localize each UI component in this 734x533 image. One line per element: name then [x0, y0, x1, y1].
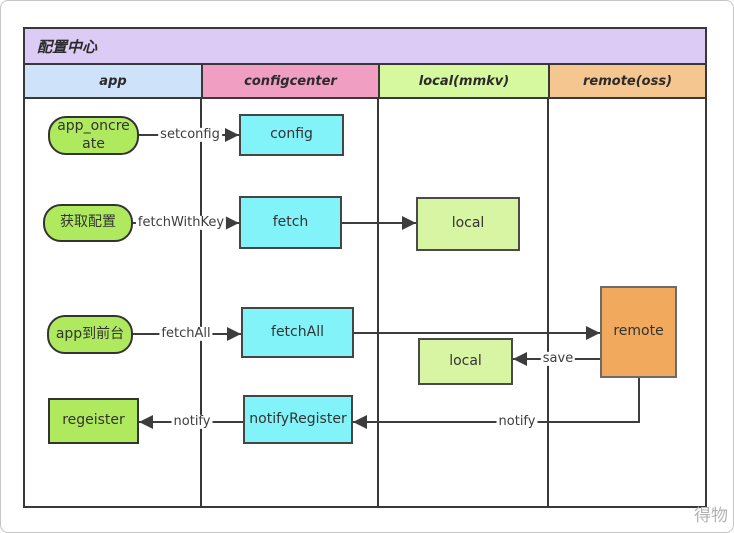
edge-label-save: save	[540, 350, 576, 367]
node-get-config: 获取配置	[43, 204, 133, 242]
lane-header-app-label: app	[99, 73, 127, 89]
arrowhead-right-icon	[586, 326, 600, 340]
arrowhead-right-icon	[227, 327, 241, 341]
lane-divider	[377, 99, 379, 506]
diagram-title: 配置中心	[37, 37, 98, 56]
lane-header-configcenter: configcenter	[201, 65, 378, 97]
lane-header-remote-label: remote(oss)	[582, 73, 673, 89]
watermark: 得物	[694, 506, 728, 526]
swimlane-frame: 配置中心 app configcenter local(mmkv) remote…	[23, 27, 707, 508]
lane-header-configcenter-label: configcenter	[244, 73, 337, 89]
arrowhead-right-icon	[225, 128, 239, 142]
arrowhead-right-icon	[402, 216, 416, 230]
diagram-title-bar: 配置中心	[25, 29, 705, 65]
arrowhead-right-icon	[225, 216, 239, 230]
node-notify-register: notifyRegister	[243, 395, 353, 444]
edge-label-notify-remote: notify	[496, 413, 538, 430]
lane-divider	[200, 99, 202, 506]
node-app-oncreate: app_oncreate	[48, 116, 139, 155]
arrowhead-left-icon	[513, 352, 527, 366]
edge-label-fetchall: fetchAll	[159, 325, 213, 342]
arrowhead-left-icon	[139, 415, 153, 429]
node-regeister: regeister	[48, 398, 139, 444]
lane-header-row: app configcenter local(mmkv) remote(oss)	[25, 65, 705, 99]
lane-divider	[547, 99, 549, 506]
node-local-save: local	[418, 338, 513, 385]
node-fetch-all: fetchAll	[241, 307, 354, 358]
lane-header-app: app	[25, 65, 201, 97]
edge-remote-notify-vline	[638, 378, 640, 423]
edge-remote-notify-hline	[353, 421, 640, 423]
edge-fetchall-remote-line	[354, 332, 600, 334]
lane-header-remote: remote(oss)	[548, 65, 705, 97]
lane-header-local-label: local(mmkv)	[418, 73, 510, 89]
node-app-foreground: app到前台	[47, 315, 133, 354]
arrowhead-left-icon	[353, 415, 367, 429]
edge-label-fetchwithkey: fetchWithKey	[135, 214, 227, 231]
edge-label-notify-app: notify	[171, 413, 213, 430]
edge-fetch-local-line	[342, 222, 416, 224]
node-remote: remote	[600, 286, 677, 378]
node-config: config	[239, 114, 344, 156]
edge-label-setconfig: setconfig	[158, 126, 222, 143]
node-fetch: fetch	[239, 196, 342, 249]
node-local-fetch: local	[416, 197, 520, 251]
lane-header-local: local(mmkv)	[378, 65, 548, 97]
